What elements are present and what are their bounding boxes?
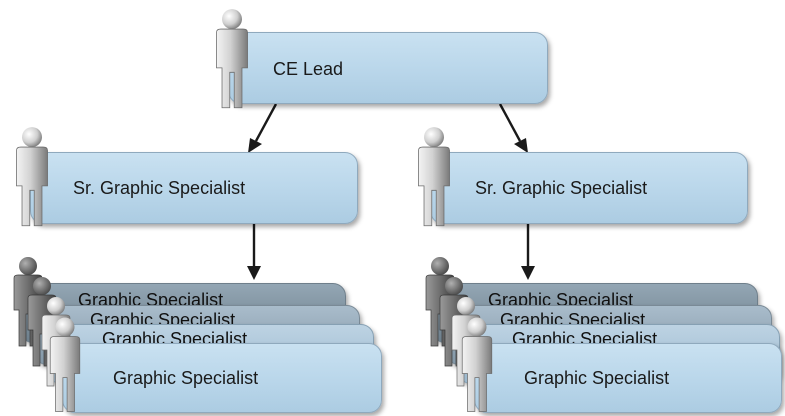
team-right-label-1: Graphic Specialist bbox=[488, 290, 634, 305]
team-right-label-3: Graphic Specialist bbox=[512, 329, 658, 344]
team-right-label-4: Graphic Specialist bbox=[524, 368, 670, 388]
team-right-card-4 bbox=[474, 343, 782, 413]
team-left-label-4: Graphic Specialist bbox=[113, 368, 259, 388]
senior-right-label: Sr. Graphic Specialist bbox=[475, 178, 648, 198]
senior-left-node bbox=[30, 152, 358, 224]
team-left-label-1: Graphic Specialist bbox=[78, 290, 224, 305]
person-icon bbox=[414, 126, 454, 228]
person-icon bbox=[46, 316, 84, 414]
team-left-label-3: Graphic Specialist bbox=[102, 329, 248, 344]
team-right-label-2: Graphic Specialist bbox=[500, 310, 646, 325]
lead-node bbox=[228, 32, 548, 104]
senior-left-label: Sr. Graphic Specialist bbox=[73, 178, 246, 198]
team-left-label-2: Graphic Specialist bbox=[90, 310, 236, 325]
person-icon bbox=[212, 8, 252, 110]
senior-right-node bbox=[430, 152, 748, 224]
team-left-card-4 bbox=[62, 343, 382, 413]
person-icon bbox=[12, 126, 52, 228]
person-icon bbox=[458, 316, 496, 414]
lead-label: CE Lead bbox=[273, 59, 344, 79]
